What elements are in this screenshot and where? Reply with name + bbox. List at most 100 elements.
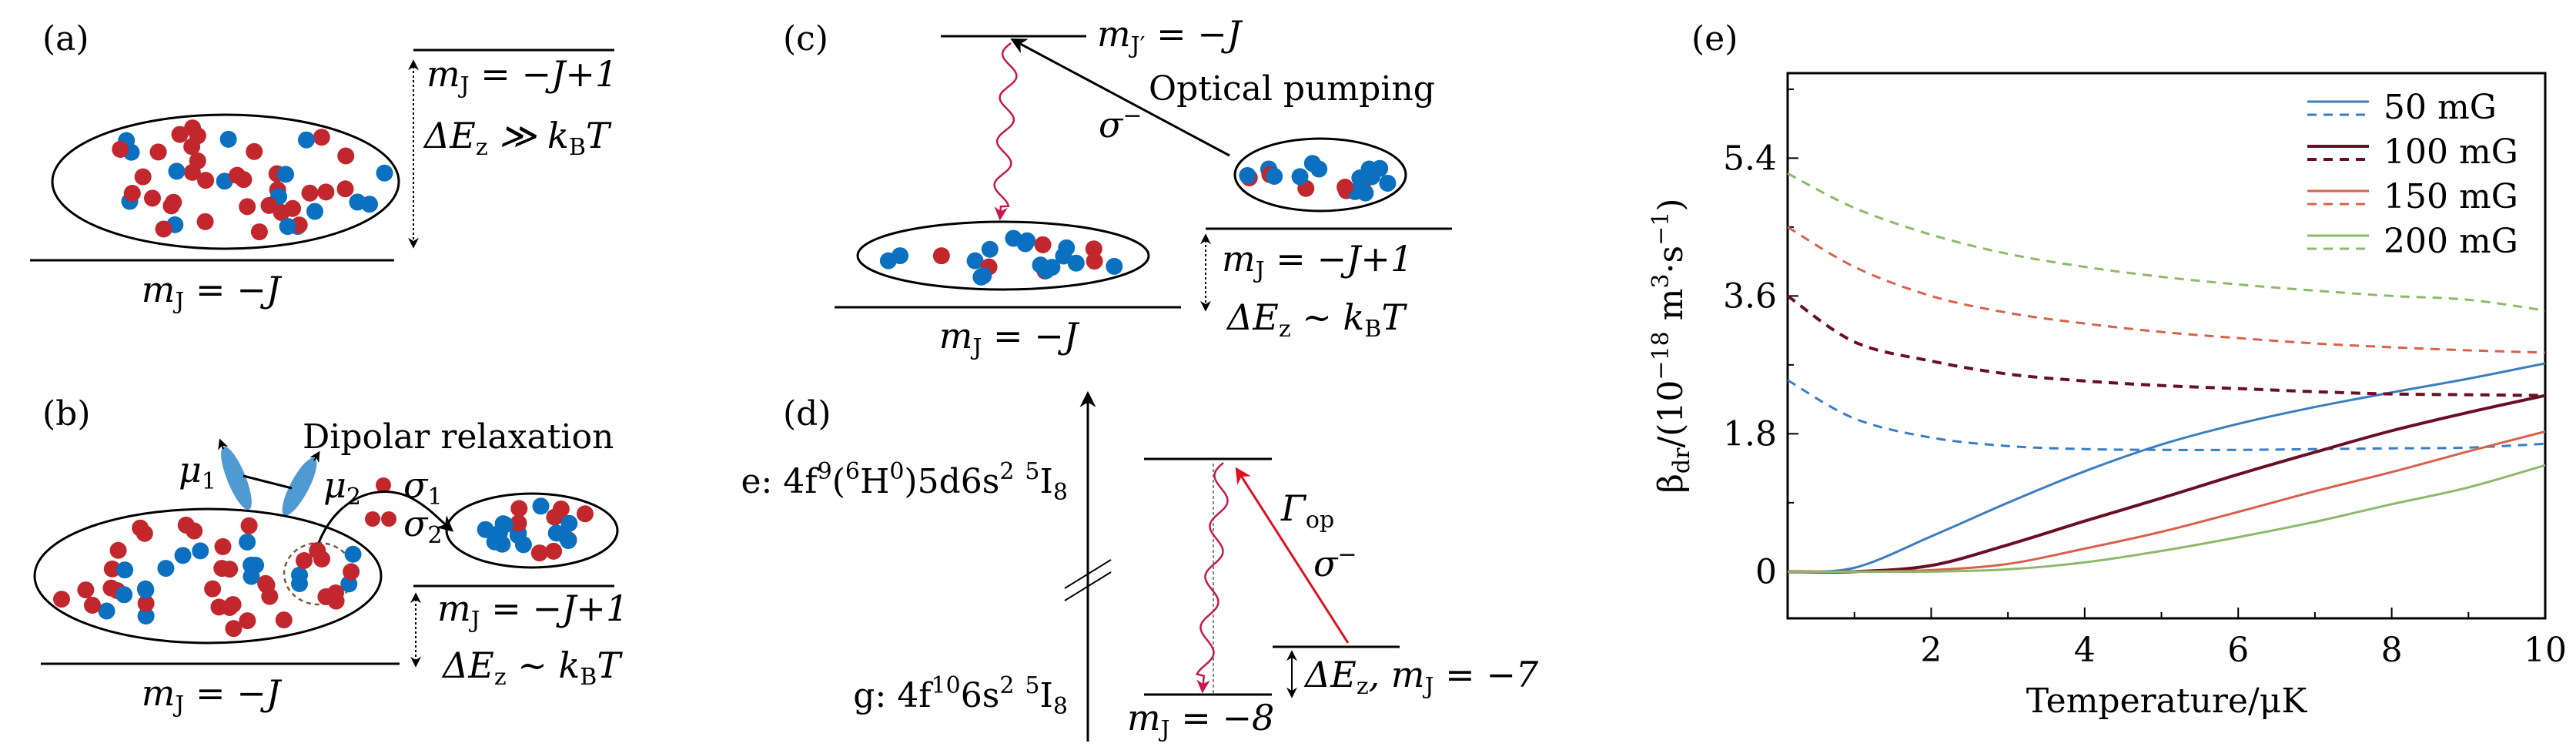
red-atom bbox=[552, 501, 570, 518]
dipole-interaction-line bbox=[243, 474, 293, 490]
blue-atom bbox=[306, 203, 323, 220]
panel-label: (c) bbox=[783, 19, 828, 59]
red-atom bbox=[112, 140, 129, 158]
blue-atom bbox=[137, 581, 155, 599]
blue-atom bbox=[1106, 257, 1123, 275]
red-atom bbox=[510, 500, 528, 517]
red-atom bbox=[510, 514, 527, 532]
red-atom bbox=[1085, 240, 1102, 258]
red-atom bbox=[261, 588, 279, 605]
red-atom bbox=[1086, 253, 1103, 270]
red-atom bbox=[296, 552, 313, 569]
red-atom bbox=[284, 199, 302, 217]
blue-atom bbox=[514, 536, 532, 554]
red-atom bbox=[545, 542, 563, 560]
blue-atom bbox=[239, 533, 256, 551]
red-atom bbox=[240, 517, 258, 534]
blue-atom bbox=[116, 561, 134, 579]
red-atom bbox=[376, 477, 391, 493]
legend-label: 100 mG bbox=[2384, 132, 2518, 172]
red-atom bbox=[137, 594, 155, 612]
energy-gap-label: ΔEz​ ≫ kB​T bbox=[423, 115, 612, 161]
sigma1-label: σ1​ bbox=[403, 464, 443, 511]
blue-atom bbox=[975, 267, 992, 285]
red-atom bbox=[337, 147, 355, 165]
dipole-arrow-2 bbox=[309, 450, 320, 464]
series-line-solid-50-mG bbox=[1787, 362, 2546, 573]
red-atom bbox=[103, 560, 121, 578]
red-atom bbox=[225, 620, 243, 638]
red-atom bbox=[162, 197, 180, 215]
red-atom bbox=[246, 142, 263, 160]
red-atom bbox=[221, 599, 239, 617]
excited-state-label: e: 4f9​(6​H0​)5d6s2​ 5​I8​ bbox=[741, 458, 1068, 506]
red-atom bbox=[214, 537, 232, 555]
optical-pumping-title: Optical pumping bbox=[1149, 69, 1435, 109]
blue-atom bbox=[1019, 232, 1036, 249]
mu1-label: μ1​ bbox=[179, 449, 216, 495]
dipolar-relaxation-title: Dipolar relaxation bbox=[303, 417, 614, 457]
red-atom bbox=[184, 119, 202, 137]
y-axis-label: βdr​/(10−18​ m3​·s−1​) bbox=[1648, 198, 1695, 493]
red-atom bbox=[530, 544, 548, 562]
blue-atom bbox=[1371, 159, 1389, 177]
red-atom bbox=[132, 519, 149, 537]
dipole-lobe-2 bbox=[282, 457, 317, 516]
legend-label: 50 mG bbox=[2384, 88, 2497, 127]
blue-atom bbox=[297, 131, 315, 149]
blue-atom bbox=[966, 252, 984, 270]
spontaneous-decay-wave bbox=[1195, 462, 1229, 694]
blue-atom bbox=[1266, 167, 1283, 185]
red-atom bbox=[343, 563, 360, 581]
blue-atom bbox=[892, 247, 909, 265]
series-line-dashed-200-mG bbox=[1787, 172, 2546, 312]
red-atom bbox=[77, 581, 95, 599]
red-atom bbox=[239, 612, 256, 630]
x-axis-label: Temperature/μK bbox=[2026, 681, 2308, 721]
energy-gap-label: ΔEz​ ∼ kB​T bbox=[441, 645, 623, 691]
atom-cloud-lower bbox=[33, 507, 383, 645]
blue-atom bbox=[1357, 184, 1374, 202]
pumping-rate-label: Γop​ bbox=[1280, 487, 1334, 534]
blue-atom bbox=[98, 602, 115, 620]
lower-level-label: mJ​ = −J bbox=[939, 315, 1080, 361]
y-tick-label: 5.4 bbox=[1723, 139, 1777, 178]
blue-atom bbox=[547, 524, 565, 542]
red-atom bbox=[313, 551, 330, 568]
red-atom bbox=[134, 168, 152, 186]
atom-cloud-upper bbox=[1233, 137, 1407, 213]
panel-b: (b) Dipolar relaxation μ1​ μ2​ σ1​ σ2​ m… bbox=[33, 394, 628, 718]
blue-atom bbox=[1055, 247, 1072, 265]
plot-frame bbox=[1786, 72, 2547, 620]
red-atom bbox=[196, 213, 214, 230]
blue-atom bbox=[1032, 256, 1049, 274]
blue-atom bbox=[493, 535, 511, 553]
blue-atom bbox=[1291, 168, 1309, 186]
polarization-label: σ−​ bbox=[1099, 102, 1142, 146]
upper-level-label: mJ​ = −J+1 bbox=[1222, 238, 1413, 284]
blue-atom bbox=[174, 547, 192, 564]
panel-label: (a) bbox=[42, 19, 89, 59]
series-line-solid-100-mG bbox=[1787, 393, 2546, 574]
y-tick-label: 0 bbox=[1755, 552, 1777, 591]
red-atom bbox=[932, 247, 950, 265]
legend-label: 200 mG bbox=[2384, 222, 2518, 261]
panel-label: (b) bbox=[42, 394, 91, 434]
blue-atom bbox=[157, 560, 175, 578]
red-atom bbox=[327, 584, 344, 601]
red-atom bbox=[83, 596, 101, 614]
red-atom bbox=[197, 172, 215, 189]
red-atom bbox=[250, 223, 268, 241]
ground-level-label: mJ​ = −8 bbox=[1127, 697, 1274, 743]
blue-atom bbox=[560, 514, 578, 532]
atoms bbox=[53, 119, 1397, 638]
red-atom bbox=[1034, 236, 1052, 253]
panel-a: (a) mJ​ = −J+1 ΔEz​ ≫ kB​T mJ​ = −J bbox=[30, 19, 617, 315]
panel-label: (d) bbox=[783, 394, 831, 434]
red-atom bbox=[53, 591, 71, 608]
blue-atom bbox=[360, 196, 378, 213]
atom-cloud-lower bbox=[856, 220, 1150, 291]
red-atom bbox=[576, 505, 594, 523]
